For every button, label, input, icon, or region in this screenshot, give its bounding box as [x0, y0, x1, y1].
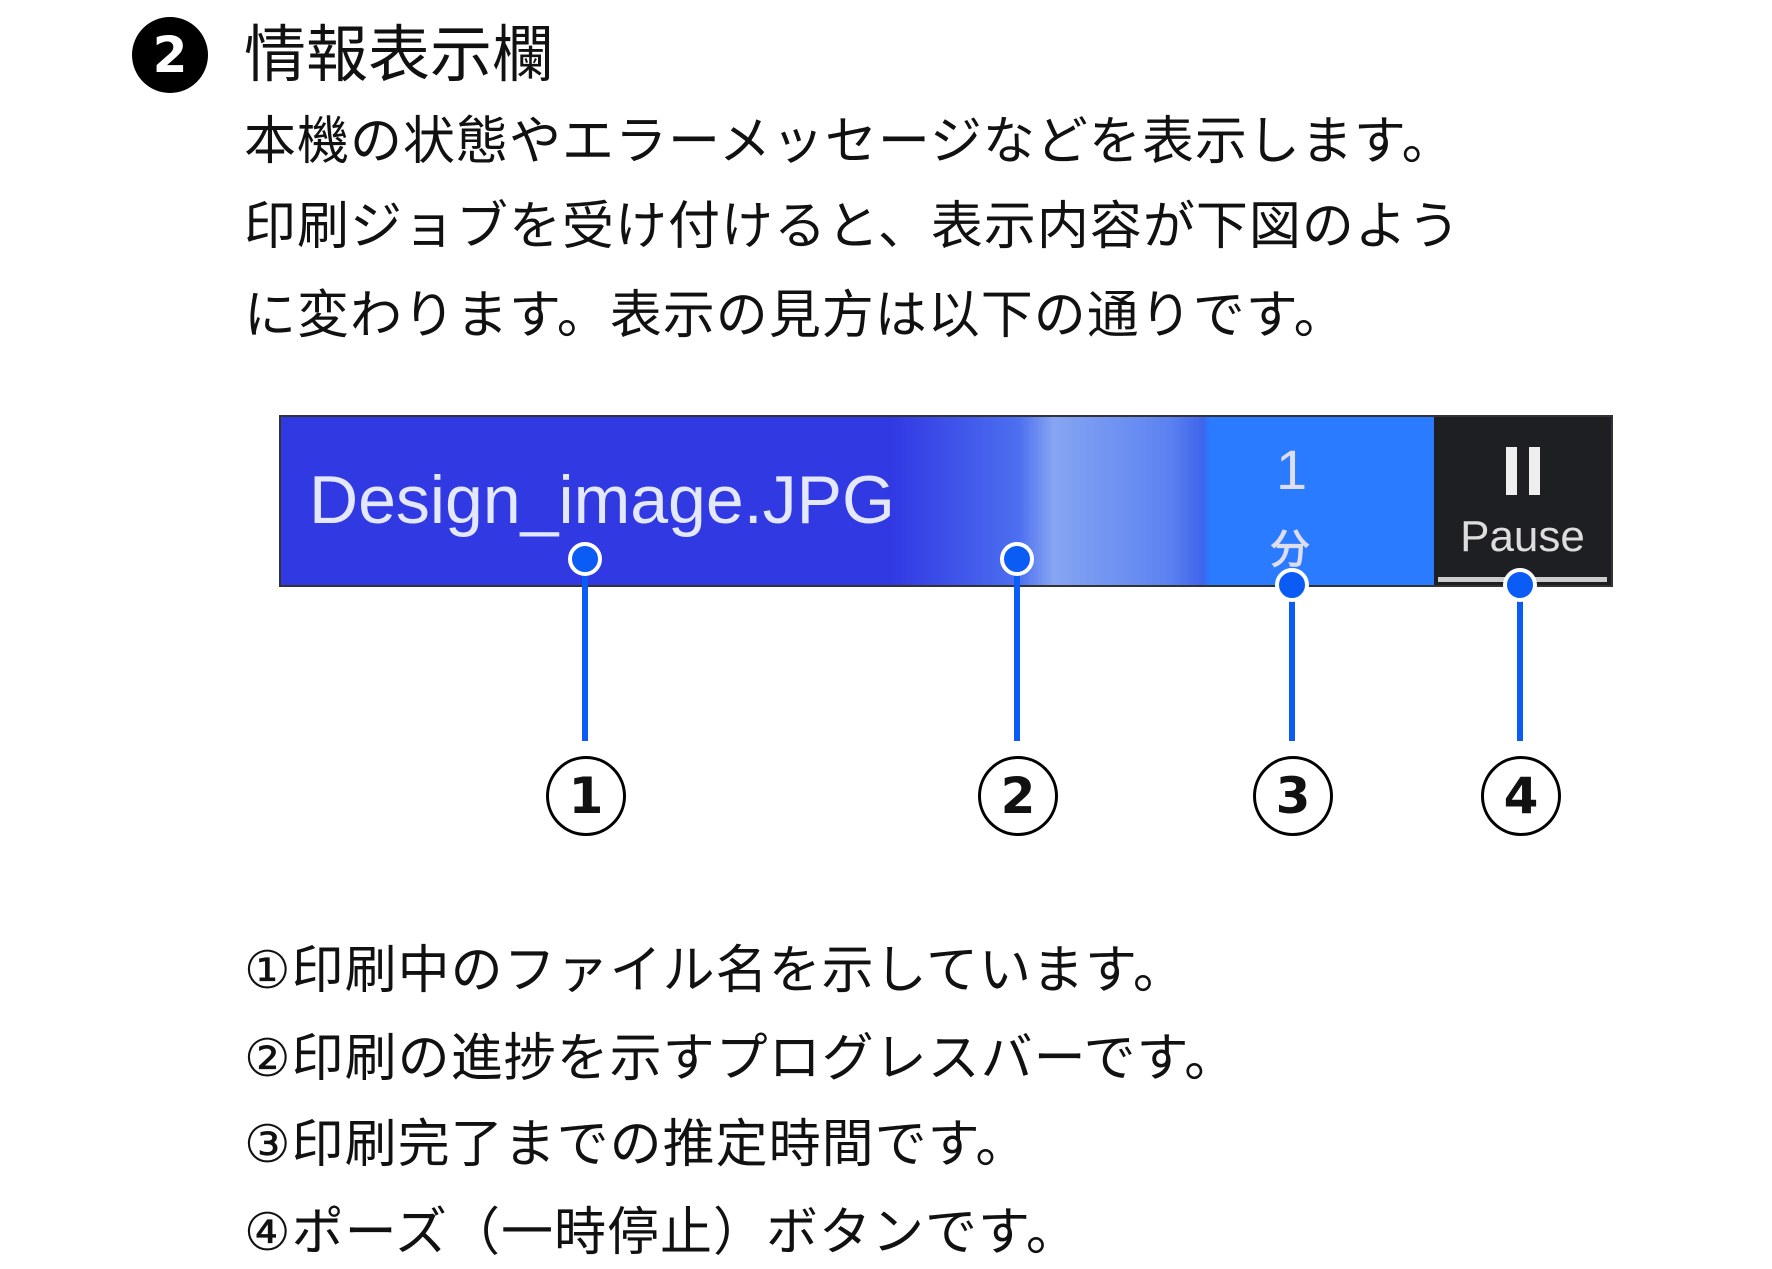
callout-number: 1	[546, 756, 626, 836]
legend-item: ②印刷の進捗を示すプログレスバーです。	[244, 1029, 1238, 1089]
callout-number: 4	[1481, 756, 1561, 836]
callout-line	[1289, 586, 1295, 741]
progress-bar: Design_image.JPG 1 分	[281, 417, 1434, 585]
description-line: 印刷ジョブを受け付けると、表示内容が下図のよう	[244, 197, 1461, 257]
callout-dot	[1000, 542, 1034, 576]
info-display-panel: Design_image.JPG 1 分 Pause	[279, 415, 1613, 587]
legend-item: ①印刷中のファイル名を示しています。	[244, 941, 1186, 1001]
callout-number: 2	[978, 756, 1058, 836]
pause-label: Pause	[1460, 512, 1585, 561]
callout-dot	[568, 542, 602, 576]
pause-button[interactable]: Pause	[1434, 417, 1611, 585]
callout-line	[1014, 560, 1020, 741]
callout-line	[582, 560, 588, 741]
remaining-time-value: 1	[1276, 438, 1308, 501]
section-title: 情報表示欄	[244, 18, 555, 91]
callout-dot	[1275, 568, 1309, 602]
pause-icon	[1506, 447, 1540, 495]
callout-number: 3	[1253, 756, 1333, 836]
remaining-time-unit: 分	[1270, 527, 1310, 573]
description-line: に変わります。表示の見方は以下の通りです。	[244, 286, 1347, 346]
file-name: Design_image.JPG	[309, 462, 895, 538]
legend-item: ③印刷完了までの推定時間です。	[244, 1115, 1029, 1175]
callout-line	[1517, 586, 1523, 741]
legend-item: ④ポーズ（一時停止）ボタンです。	[244, 1203, 1079, 1263]
description-line: 本機の状態やエラーメッセージなどを表示します。	[244, 112, 1455, 172]
callout-dot	[1503, 568, 1537, 602]
section-number-badge: 2	[132, 17, 208, 93]
